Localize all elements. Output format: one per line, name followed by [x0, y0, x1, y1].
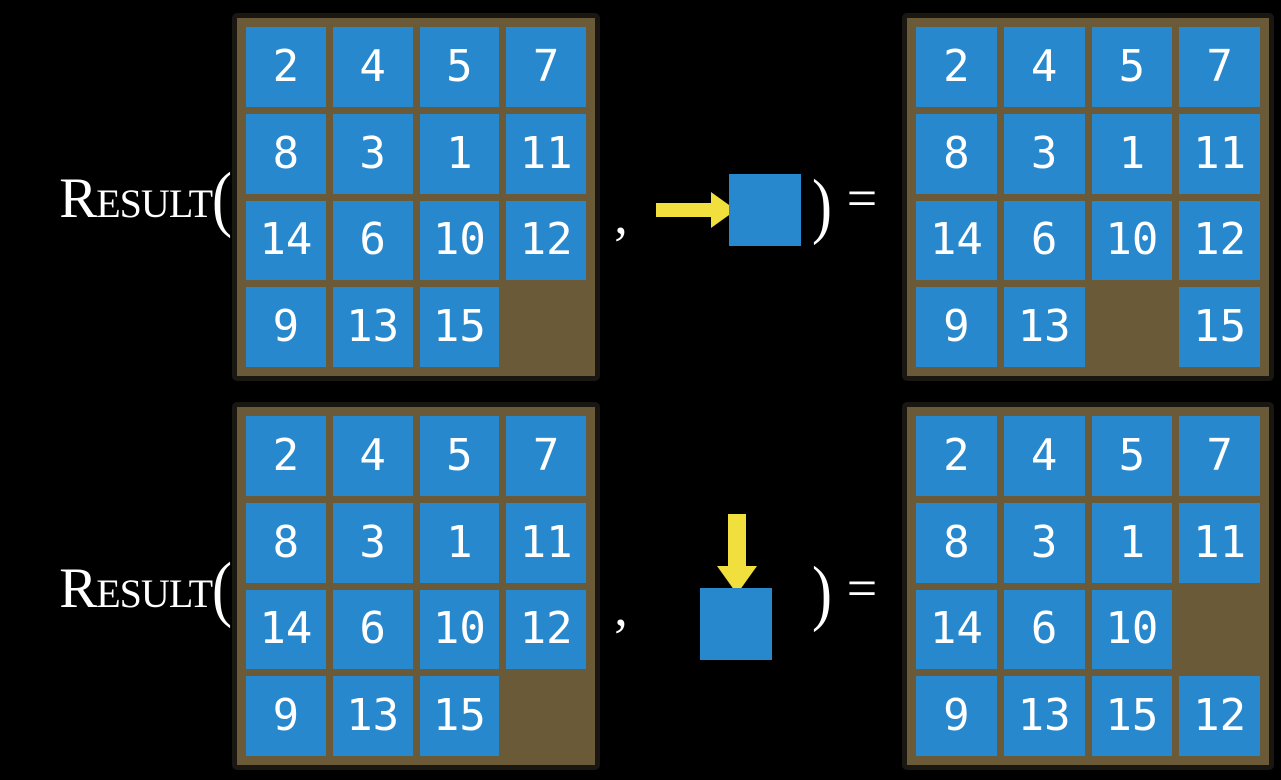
- tile-9: 9: [916, 287, 997, 367]
- tile-12: 12: [506, 589, 586, 670]
- tile-14: 14: [246, 200, 326, 281]
- tile-14: 14: [916, 200, 997, 281]
- tile-3: 3: [332, 502, 413, 583]
- tile-9: 9: [246, 676, 326, 756]
- tile-3: 3: [332, 113, 413, 194]
- tile-13: 13: [332, 676, 413, 756]
- tile-1: 1: [1091, 502, 1173, 583]
- tile-13: 13: [332, 287, 413, 367]
- tile-7: 7: [1179, 27, 1260, 107]
- tile-4: 4: [332, 27, 413, 107]
- tile-13: 13: [1003, 676, 1085, 756]
- tile-1: 1: [419, 502, 500, 583]
- tile-15: 15: [419, 287, 500, 367]
- tile-10: 10: [419, 589, 500, 670]
- tile-6: 6: [1003, 200, 1085, 281]
- action-tile-move-down: [700, 588, 772, 660]
- action-tile-move-right: [729, 174, 801, 246]
- function-name: Result: [59, 556, 213, 620]
- tile-8: 8: [916, 113, 997, 194]
- comma-separator: ,: [614, 184, 628, 245]
- tile-3: 3: [1003, 113, 1085, 194]
- tile-11: 11: [506, 113, 586, 194]
- tile-15: 15: [1091, 676, 1173, 756]
- tile-1: 1: [419, 113, 500, 194]
- down-arrow-icon: [717, 514, 757, 594]
- tile-15: 15: [419, 676, 500, 756]
- tile-7: 7: [506, 27, 586, 107]
- tile-2: 2: [246, 27, 326, 107]
- tile-11: 11: [506, 502, 586, 583]
- tile-1: 1: [1091, 113, 1173, 194]
- result-function-label: Result(: [20, 548, 232, 628]
- tile-9: 9: [916, 676, 997, 756]
- tile-12: 12: [1179, 676, 1260, 756]
- tile-10: 10: [1091, 589, 1173, 670]
- tile-4: 4: [332, 416, 413, 496]
- empty-cell: [506, 287, 586, 367]
- tile-8: 8: [916, 502, 997, 583]
- open-paren: (: [212, 547, 232, 629]
- tile-10: 10: [419, 200, 500, 281]
- tile-4: 4: [1003, 27, 1085, 107]
- tile-8: 8: [246, 502, 326, 583]
- tile-9: 9: [246, 287, 326, 367]
- tile-7: 7: [1179, 416, 1260, 496]
- tile-2: 2: [916, 416, 997, 496]
- tile-8: 8: [246, 113, 326, 194]
- tile-3: 3: [1003, 502, 1085, 583]
- equals-sign: =: [846, 168, 878, 228]
- tile-13: 13: [1003, 287, 1085, 367]
- empty-cell: [1179, 590, 1260, 670]
- tile-6: 6: [332, 200, 413, 281]
- tile-12: 12: [1179, 200, 1260, 281]
- tile-5: 5: [1091, 416, 1173, 496]
- tile-12: 12: [506, 200, 586, 281]
- close-paren: ): [812, 551, 832, 633]
- tile-10: 10: [1091, 200, 1173, 281]
- close-paren: ): [812, 164, 832, 246]
- tile-6: 6: [1003, 589, 1085, 670]
- tile-7: 7: [506, 416, 586, 496]
- tile-14: 14: [246, 589, 326, 670]
- equals-sign: =: [846, 558, 878, 618]
- tile-6: 6: [332, 589, 413, 670]
- right-arrow-icon: [656, 192, 736, 228]
- tile-15: 15: [1179, 287, 1260, 367]
- empty-cell: [1092, 287, 1173, 367]
- empty-cell: [506, 676, 586, 756]
- tile-2: 2: [916, 27, 997, 107]
- tile-5: 5: [419, 27, 500, 107]
- function-name: Result: [59, 166, 213, 230]
- comma-separator: ,: [614, 576, 628, 637]
- tile-4: 4: [1003, 416, 1085, 496]
- tile-5: 5: [1091, 27, 1173, 107]
- open-paren: (: [212, 157, 232, 239]
- tile-11: 11: [1179, 502, 1260, 583]
- tile-2: 2: [246, 416, 326, 496]
- tile-14: 14: [916, 589, 997, 670]
- tile-11: 11: [1179, 113, 1260, 194]
- tile-5: 5: [419, 416, 500, 496]
- result-function-label: Result(: [20, 158, 232, 238]
